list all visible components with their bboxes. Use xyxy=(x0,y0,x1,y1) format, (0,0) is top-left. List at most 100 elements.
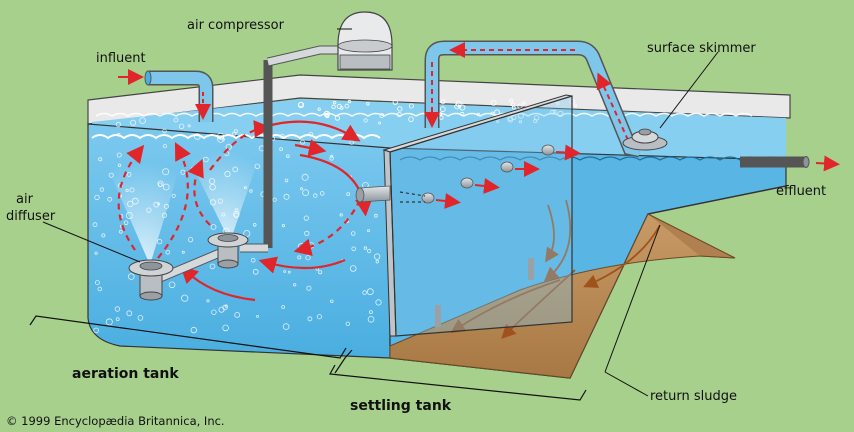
bubble xyxy=(323,110,330,118)
bubble xyxy=(317,107,321,111)
bubble xyxy=(552,109,557,114)
label-air-diffuser-line1: air xyxy=(16,192,34,207)
bubble xyxy=(375,299,382,306)
bubble xyxy=(130,119,137,126)
influent-pipe xyxy=(118,69,214,122)
label-air-compressor: air compressor xyxy=(187,18,285,33)
bubble xyxy=(556,101,560,106)
bubble xyxy=(165,250,171,255)
surface-skimmer xyxy=(622,128,668,151)
bubble xyxy=(137,315,144,321)
bubble xyxy=(351,246,357,252)
bubble xyxy=(507,117,514,123)
bubble xyxy=(279,133,285,139)
air-pipes xyxy=(158,45,345,283)
bubble xyxy=(101,233,106,238)
label-aeration-tank: aeration tank xyxy=(72,366,179,382)
bubble xyxy=(181,294,189,302)
bubble xyxy=(345,321,350,326)
bubble xyxy=(375,260,379,264)
bubble xyxy=(378,121,382,125)
bubble xyxy=(287,270,291,274)
bubble xyxy=(256,314,259,318)
bubble xyxy=(162,128,167,134)
label-air-diffuser-line2: diffuser xyxy=(6,209,56,224)
bubble xyxy=(97,286,103,292)
bubble xyxy=(283,193,290,200)
bubble xyxy=(408,103,414,109)
bubble xyxy=(181,250,185,254)
bubble xyxy=(439,106,446,112)
bubble xyxy=(349,265,357,272)
bubble xyxy=(94,251,98,255)
bubble xyxy=(366,101,370,106)
air-diffuser-right xyxy=(207,232,249,269)
bubble xyxy=(366,229,370,233)
bubble xyxy=(522,101,526,105)
bubble xyxy=(336,103,342,110)
bubble xyxy=(330,154,334,158)
bubble xyxy=(252,268,259,275)
sludge-side xyxy=(647,213,736,259)
bubble xyxy=(222,324,229,332)
bubble xyxy=(363,118,368,123)
bubble xyxy=(206,299,210,303)
bubble xyxy=(171,193,176,198)
leader-lines xyxy=(42,28,719,397)
bubble xyxy=(367,315,375,323)
bubble xyxy=(95,280,100,286)
bubble xyxy=(517,103,523,109)
label-settling-tank: settling tank xyxy=(350,398,452,414)
bubble xyxy=(281,224,285,228)
bubble xyxy=(573,104,577,108)
bubble xyxy=(188,237,194,243)
bubble xyxy=(368,310,373,315)
bubble xyxy=(216,132,224,140)
bubble xyxy=(210,224,217,230)
bubble xyxy=(332,100,337,105)
bubble xyxy=(252,223,257,227)
bubble xyxy=(379,113,385,118)
bubble xyxy=(190,326,197,334)
bubble xyxy=(250,257,256,263)
bubble xyxy=(557,110,564,118)
bubble xyxy=(362,290,367,295)
bubble xyxy=(334,115,340,121)
bubble xyxy=(126,310,133,317)
bubble xyxy=(224,304,228,308)
bubble xyxy=(308,132,314,137)
effluent-pipe xyxy=(740,155,840,172)
label-return-sludge: return sludge xyxy=(650,389,737,404)
bubble xyxy=(331,104,336,109)
bubble xyxy=(118,229,123,234)
bubble xyxy=(347,99,352,104)
bubble xyxy=(99,187,105,192)
bubble xyxy=(139,117,146,124)
bubble xyxy=(282,323,290,330)
bubble xyxy=(533,118,538,124)
bubble xyxy=(496,120,500,123)
bubble xyxy=(440,99,446,105)
bubble xyxy=(297,101,305,109)
bubble xyxy=(116,132,121,137)
bubble xyxy=(511,114,517,121)
bubble xyxy=(243,229,251,237)
bubble xyxy=(156,238,163,245)
bubble xyxy=(511,105,516,110)
bubble xyxy=(509,98,514,103)
bubble xyxy=(366,248,372,254)
bubble xyxy=(272,197,277,202)
divider-wall xyxy=(382,94,573,337)
bubble xyxy=(518,120,523,124)
bubble xyxy=(92,222,98,228)
bubble xyxy=(281,305,286,309)
bubble xyxy=(286,154,290,159)
copyright-text: © 1999 Encyclopædia Britannica, Inc. xyxy=(6,414,225,428)
bubble xyxy=(173,117,179,123)
skimmer-return-pipe xyxy=(424,40,642,158)
bubble xyxy=(329,156,334,161)
bubble xyxy=(123,220,129,226)
bubble xyxy=(313,193,318,198)
bubble xyxy=(304,230,310,236)
